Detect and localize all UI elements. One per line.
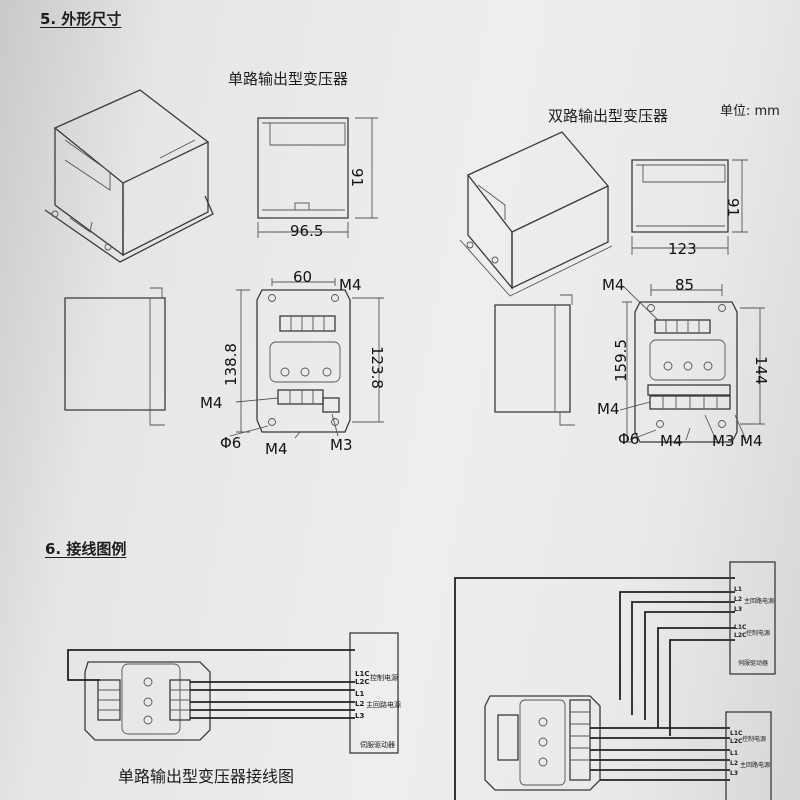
dual-profile xyxy=(494,294,575,426)
dual-m3: M3 xyxy=(712,432,735,450)
section-wiring-title: 6. 接线图例 xyxy=(45,540,127,558)
dual-phi6: Φ6 xyxy=(618,430,640,448)
sd-term-l1c: L1C xyxy=(355,670,370,678)
sd-main-power: 主回路电源 xyxy=(366,701,401,709)
single-iso-box xyxy=(44,89,214,263)
single-front-panel xyxy=(229,278,384,439)
dual-iso-box xyxy=(459,131,613,297)
db-main-power: 主回路电源 xyxy=(740,762,771,769)
da-main-power: 主回路电源 xyxy=(744,598,775,605)
db-term-l2: L2 xyxy=(730,760,738,767)
single-m3: M3 xyxy=(330,436,353,454)
da-control-power: 控制电源 xyxy=(746,630,771,637)
sd-drive-label: 伺服驱动器 xyxy=(360,741,395,749)
db-term-l1c: L1C xyxy=(730,730,743,737)
dual-m4-bottom: M4 xyxy=(660,432,683,450)
single-side-view xyxy=(257,117,378,238)
single-mount-height-dim: 138.8 xyxy=(222,343,240,386)
single-m4-side: M4 xyxy=(200,394,223,412)
sd-control-power: 控制电源 xyxy=(370,674,398,682)
dual-front-panel xyxy=(619,284,765,443)
single-profile xyxy=(64,287,166,426)
dual-width-dim: 123 xyxy=(668,240,697,258)
dual-height-dim: 91 xyxy=(724,198,742,218)
single-phi6: Φ6 xyxy=(220,434,242,452)
sd-term-l2: L2 xyxy=(355,700,365,708)
dual-m4-side: M4 xyxy=(597,400,620,418)
dual-m4-top: M4 xyxy=(602,276,625,294)
single-wiring-caption: 单路输出型变压器接线图 xyxy=(118,767,295,786)
dual-mount-height-dim: 159.5 xyxy=(612,339,630,382)
sd-term-l3: L3 xyxy=(355,712,365,720)
single-hole-spacing-dim: 60 xyxy=(293,268,313,286)
section-outline-title: 5. 外形尺寸 xyxy=(40,10,122,28)
sd-term-l1: L1 xyxy=(355,690,365,698)
da-term-l2: L2 xyxy=(734,596,742,603)
dual-wiring xyxy=(454,561,776,800)
single-inner-height-dim: 123.8 xyxy=(368,346,386,389)
dual-side-view xyxy=(631,159,748,255)
sd-term-l2c: L2C xyxy=(355,678,370,686)
single-m4-top: M4 xyxy=(339,276,362,294)
db-term-l1: L1 xyxy=(730,750,738,757)
single-m4-bottom: M4 xyxy=(265,440,288,458)
single-width-dim: 96.5 xyxy=(290,222,324,240)
da-term-l1c: L1C xyxy=(734,624,747,631)
db-term-l3: L3 xyxy=(730,770,738,777)
unit-label: 单位: mm xyxy=(720,104,780,119)
single-wiring xyxy=(67,632,399,754)
dual-title: 双路输出型变压器 xyxy=(548,107,669,125)
single-title: 单路输出型变压器 xyxy=(228,70,349,88)
single-height-dim: 91 xyxy=(348,168,366,188)
da-term-l2c: L2C xyxy=(734,632,747,639)
db-term-l2c: L2C xyxy=(730,738,743,745)
da-drive-label: 伺服驱动器 xyxy=(738,660,769,667)
dual-inner-height-dim: 144 xyxy=(752,356,770,385)
dual-hole-spacing-dim: 85 xyxy=(675,276,695,294)
dual-m4-right: M4 xyxy=(740,432,763,450)
da-term-l3: L3 xyxy=(734,606,742,613)
db-control-power: 控制电源 xyxy=(742,736,767,743)
da-term-l1: L1 xyxy=(734,586,742,593)
